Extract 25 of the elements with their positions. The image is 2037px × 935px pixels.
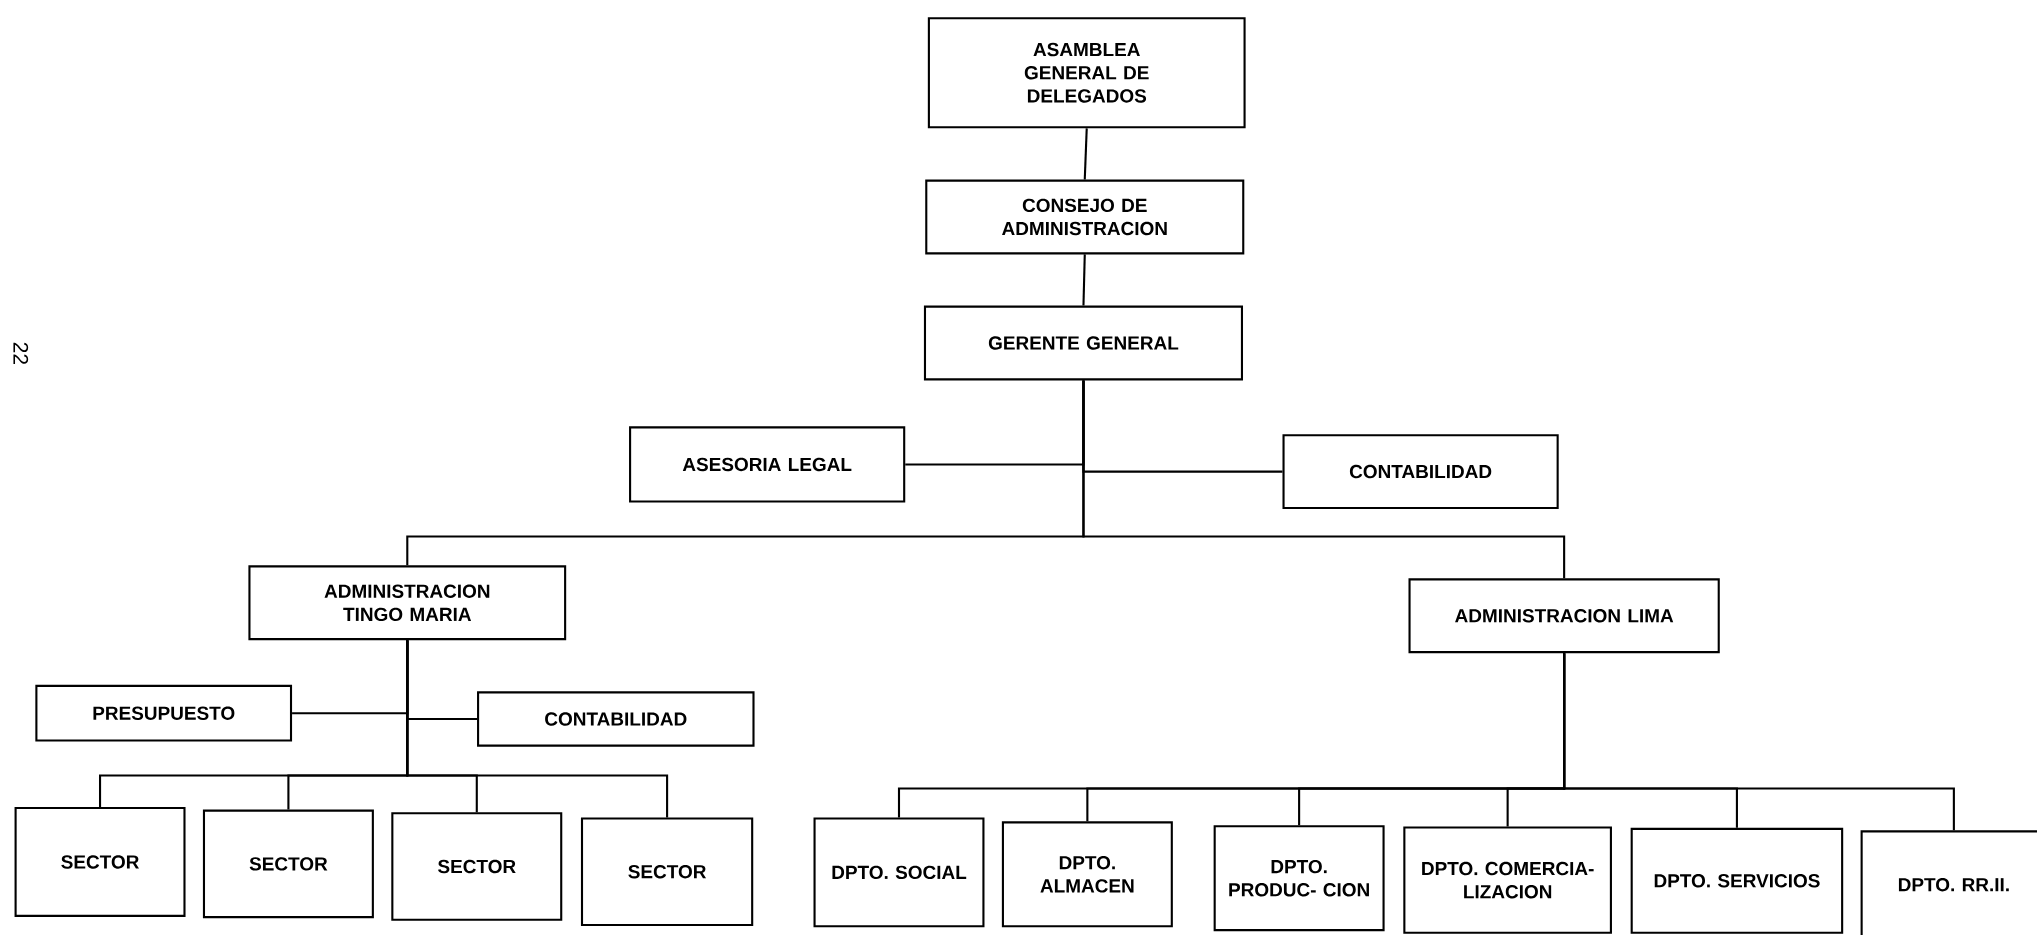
connector-line (1082, 254, 1086, 306)
org-box: SECTOR (580, 817, 754, 926)
org-box: DPTO. COMERCIA- LIZACION (1403, 826, 1612, 934)
org-box: CONTABILIDAD (477, 691, 755, 747)
org-box: SECTOR (202, 809, 374, 919)
connector-line (406, 640, 669, 818)
org-box: PRESUPUESTO (35, 684, 293, 742)
org-box: ADMINISTRACION LIMA (1408, 578, 1720, 654)
org-box: ASESORIA LEGAL (629, 426, 906, 503)
connector-line (1083, 128, 1088, 180)
org-box: ADMINISTRACION TINGO MARIA (248, 565, 567, 641)
org-box: DPTO. SERVICIOS (1630, 827, 1844, 934)
org-box: DPTO. SOCIAL (813, 817, 985, 928)
org-box: ASAMBLEA GENERAL DE DELEGADOS (927, 16, 1246, 129)
connector-line (1082, 380, 1566, 579)
org-box: GERENTE GENERAL (923, 305, 1243, 381)
org-box: DPTO. ALMACEN (1001, 821, 1173, 928)
connector-line (1563, 653, 1955, 831)
page-number: 22 (13, 342, 29, 364)
org-box: SECTOR (391, 812, 563, 921)
org-box: DPTO. RR.II. (1860, 830, 2037, 935)
org-box: SECTOR (14, 806, 186, 917)
org-box: CONTABILIDAD (1282, 433, 1559, 509)
org-box: CONSEJO DE ADMINISTRACION (925, 179, 1245, 255)
org-box: DPTO. PRODUC- CION (1213, 825, 1385, 932)
